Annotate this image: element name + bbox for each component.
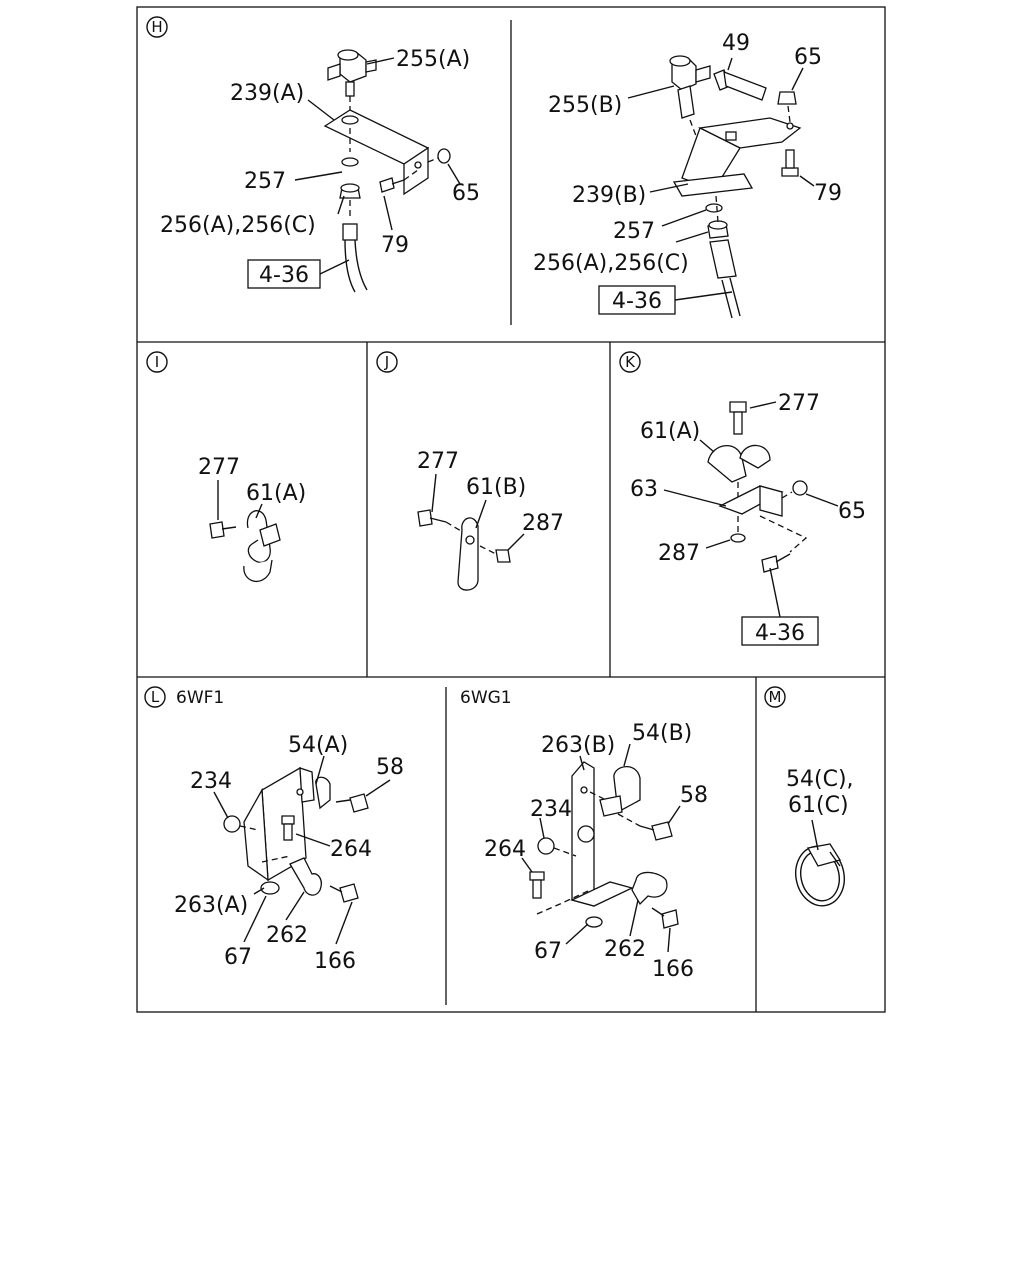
part-label-h-left-l257: 257 [244, 169, 286, 194]
panel-h-left-drawing [323, 49, 451, 293]
part-label-j-marker: J [384, 353, 389, 371]
part-label-h-right-l256: 256(A),256(C) [533, 251, 689, 276]
part-label-h-left-l256: 256(A),256(C) [160, 213, 316, 238]
panel-i: I 277 61(A) [146, 351, 306, 582]
part-label-l-right-l263b: 263(B) [541, 733, 615, 758]
part-label-h-right-l239b: 239(B) [572, 183, 646, 208]
part-label-h-right-l257: 257 [613, 219, 655, 244]
part-label-l-right-l58: 58 [680, 783, 708, 808]
part-label-h-left-l65: 65 [452, 181, 480, 206]
part-label-k-l61a: 61(A) [640, 419, 700, 444]
part-label-k-ref: 4-36 [755, 621, 805, 646]
panel-m-labels: 54(C), 61(C) [786, 767, 854, 851]
panel-m: M 54(C), 61(C) [764, 686, 854, 907]
panel-h: H [146, 16, 842, 319]
panel-marker-i: I [146, 351, 168, 373]
panel-i-labels: 277 61(A) [198, 455, 306, 520]
part-label-h-left-l255a: 255(A) [396, 47, 470, 72]
part-label-h-right-l49: 49 [722, 31, 750, 56]
part-label-h-right-ref: 4-36 [612, 289, 662, 314]
part-label-k-l65: 65 [838, 499, 866, 524]
panel-j-labels: 277 61(B) 287 [417, 449, 564, 551]
part-label-h-marker: H [151, 18, 162, 36]
part-label-j-l277: 277 [417, 449, 459, 474]
panel-k-drawing [707, 401, 808, 573]
part-label-m-l61c: 61(C) [788, 793, 849, 818]
part-label-m-l54c: 54(C), [786, 767, 854, 792]
variant-label-6wg1: 6WG1 [460, 688, 512, 708]
panel-frames [136, 6, 886, 1013]
part-label-l-right-l166: 166 [652, 957, 694, 982]
panel-h-left-labels: 255(A) 239(A) 257 65 256(A),256(C) 79 4-… [160, 47, 480, 289]
panel-marker-k: K [619, 351, 641, 373]
part-label-k-l287: 287 [658, 541, 700, 566]
panel-marker-h: H [146, 16, 168, 38]
part-label-l-right-l262: 262 [604, 937, 646, 962]
part-label-l-left-l67: 67 [224, 945, 252, 970]
part-label-l-left-l166: 166 [314, 949, 356, 974]
panel-j: J 277 61(B) 287 [376, 351, 564, 591]
panel-l-left-labels: 54(A) 234 58 264 263(A) 67 262 166 [174, 733, 404, 974]
panel-m-drawing [795, 843, 845, 907]
panel-j-drawing [417, 509, 511, 591]
part-label-h-left-ref: 4-36 [259, 263, 309, 288]
panel-h-right-drawing [669, 55, 802, 319]
part-label-j-l287: 287 [522, 511, 564, 536]
part-label-m-marker: M [769, 688, 782, 706]
part-label-l-right-l54b: 54(B) [632, 721, 692, 746]
panel-l-left-drawing [223, 766, 369, 903]
part-label-k-l63: 63 [630, 477, 658, 502]
panel-i-drawing [209, 510, 281, 582]
panel-marker-j: J [376, 351, 398, 373]
part-label-h-right-l79: 79 [814, 181, 842, 206]
part-label-l-left-l263a: 263(A) [174, 893, 248, 918]
panel-l-right-labels: 263(B) 54(B) 234 58 264 67 262 166 [484, 721, 708, 982]
part-label-l-left-l54a: 54(A) [288, 733, 348, 758]
panel-h-right-labels: 49 65 255(B) 239(B) 79 257 256(A),256(C)… [533, 31, 842, 315]
part-label-h-left-l239a: 239(A) [230, 81, 304, 106]
panel-marker-m: M [764, 686, 786, 708]
panel-l-right-drawing [529, 761, 679, 929]
part-label-i-marker: I [155, 353, 159, 371]
part-label-k-l277: 277 [778, 391, 820, 416]
part-label-i-l61a: 61(A) [246, 481, 306, 506]
panel-k-labels: 277 61(A) 63 65 287 4-36 [630, 391, 866, 646]
part-label-l-left-l262: 262 [266, 923, 308, 948]
part-label-l-marker: L [151, 688, 160, 706]
part-label-l-left-l58: 58 [376, 755, 404, 780]
variant-label-6wf1: 6WF1 [176, 688, 224, 708]
part-label-k-marker: K [625, 353, 636, 371]
part-label-i-l277: 277 [198, 455, 240, 480]
part-label-h-right-l65: 65 [794, 45, 822, 70]
part-label-h-left-l79: 79 [381, 233, 409, 258]
part-label-l-right-l67: 67 [534, 939, 562, 964]
part-label-l-right-l234: 234 [530, 797, 572, 822]
panel-k: K 277 61(A) [619, 351, 866, 646]
part-label-l-right-l264: 264 [484, 837, 526, 862]
panel-l: L 6WF1 54(A) 234 58 [144, 686, 708, 982]
part-label-j-l61b: 61(B) [466, 475, 526, 500]
part-label-l-left-l234: 234 [190, 769, 232, 794]
part-label-l-left-l264: 264 [330, 837, 372, 862]
part-label-h-right-l255b: 255(B) [548, 93, 622, 118]
panel-marker-l: L [144, 686, 166, 708]
